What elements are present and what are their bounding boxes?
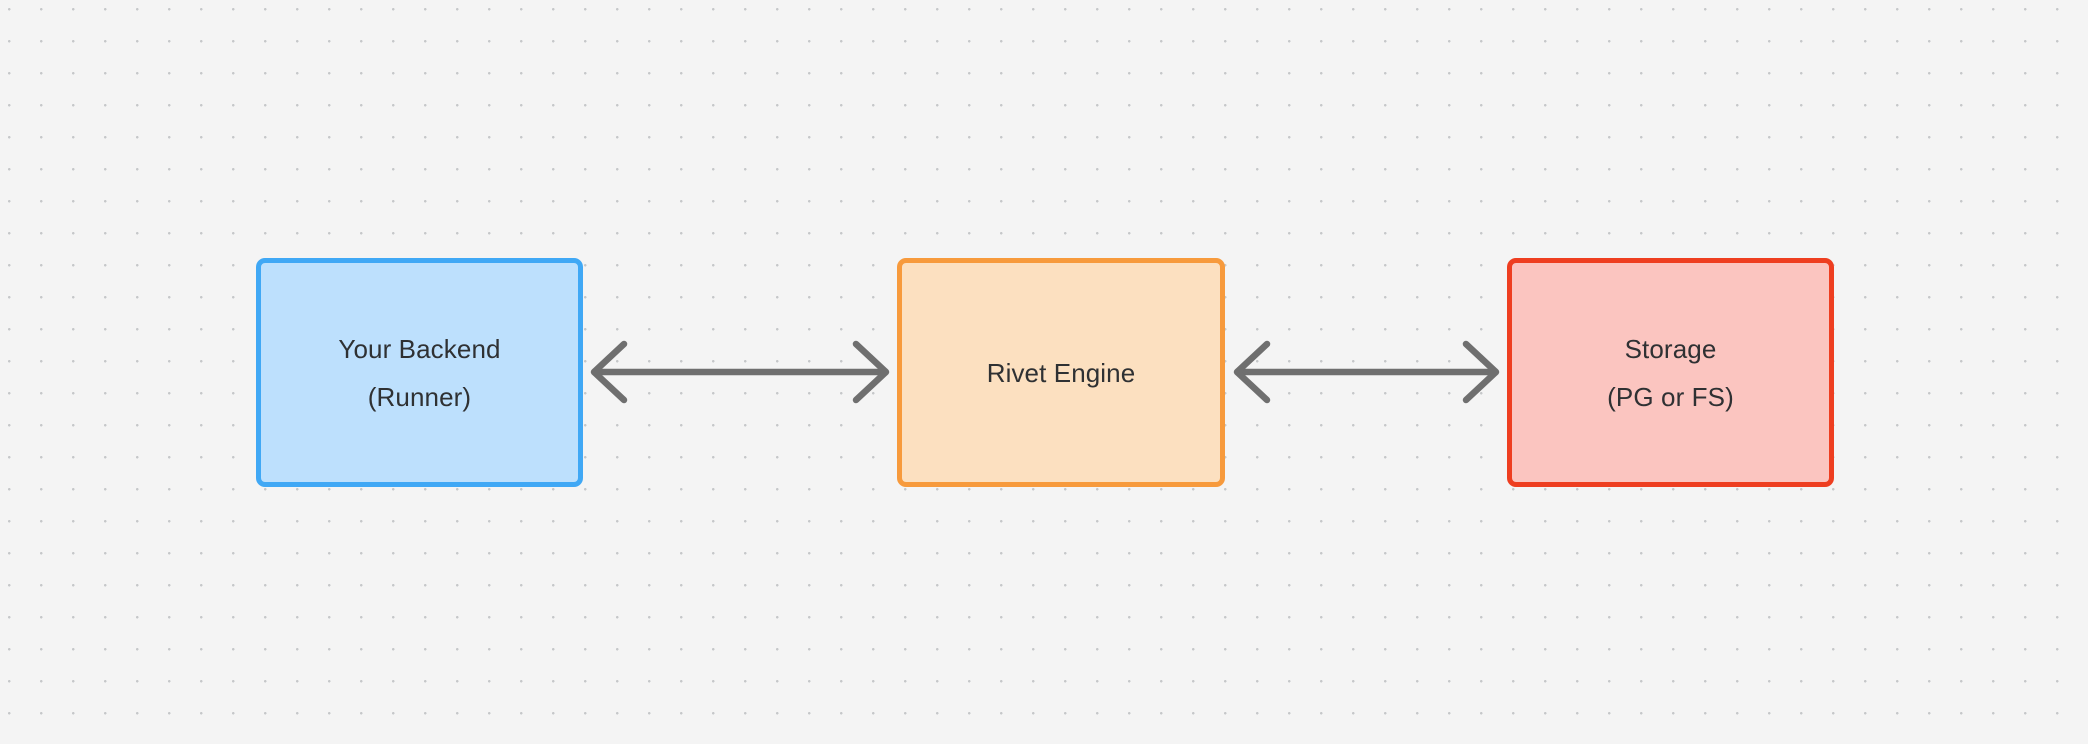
node-your-backend[interactable]: Your Backend (Runner) [256, 258, 583, 487]
node-your-backend-label-line2: (Runner) [367, 381, 472, 412]
edge-engine-to-storage[interactable] [1231, 330, 1502, 414]
node-rivet-engine-label-line1: Rivet Engine [986, 357, 1136, 388]
node-storage-label-line1: Storage [1624, 333, 1717, 364]
edge-backend-to-engine[interactable] [588, 330, 892, 414]
node-your-backend-label-line1: Your Backend [338, 333, 501, 364]
arrowhead-right-icon [1462, 340, 1500, 404]
node-storage[interactable]: Storage (PG or FS) [1507, 258, 1834, 487]
node-rivet-engine[interactable]: Rivet Engine [897, 258, 1225, 487]
arrowhead-right-icon [852, 340, 890, 404]
node-storage-label-line2: (PG or FS) [1607, 381, 1734, 412]
arrowhead-left-icon [1233, 340, 1271, 404]
arrowhead-left-icon [590, 340, 628, 404]
